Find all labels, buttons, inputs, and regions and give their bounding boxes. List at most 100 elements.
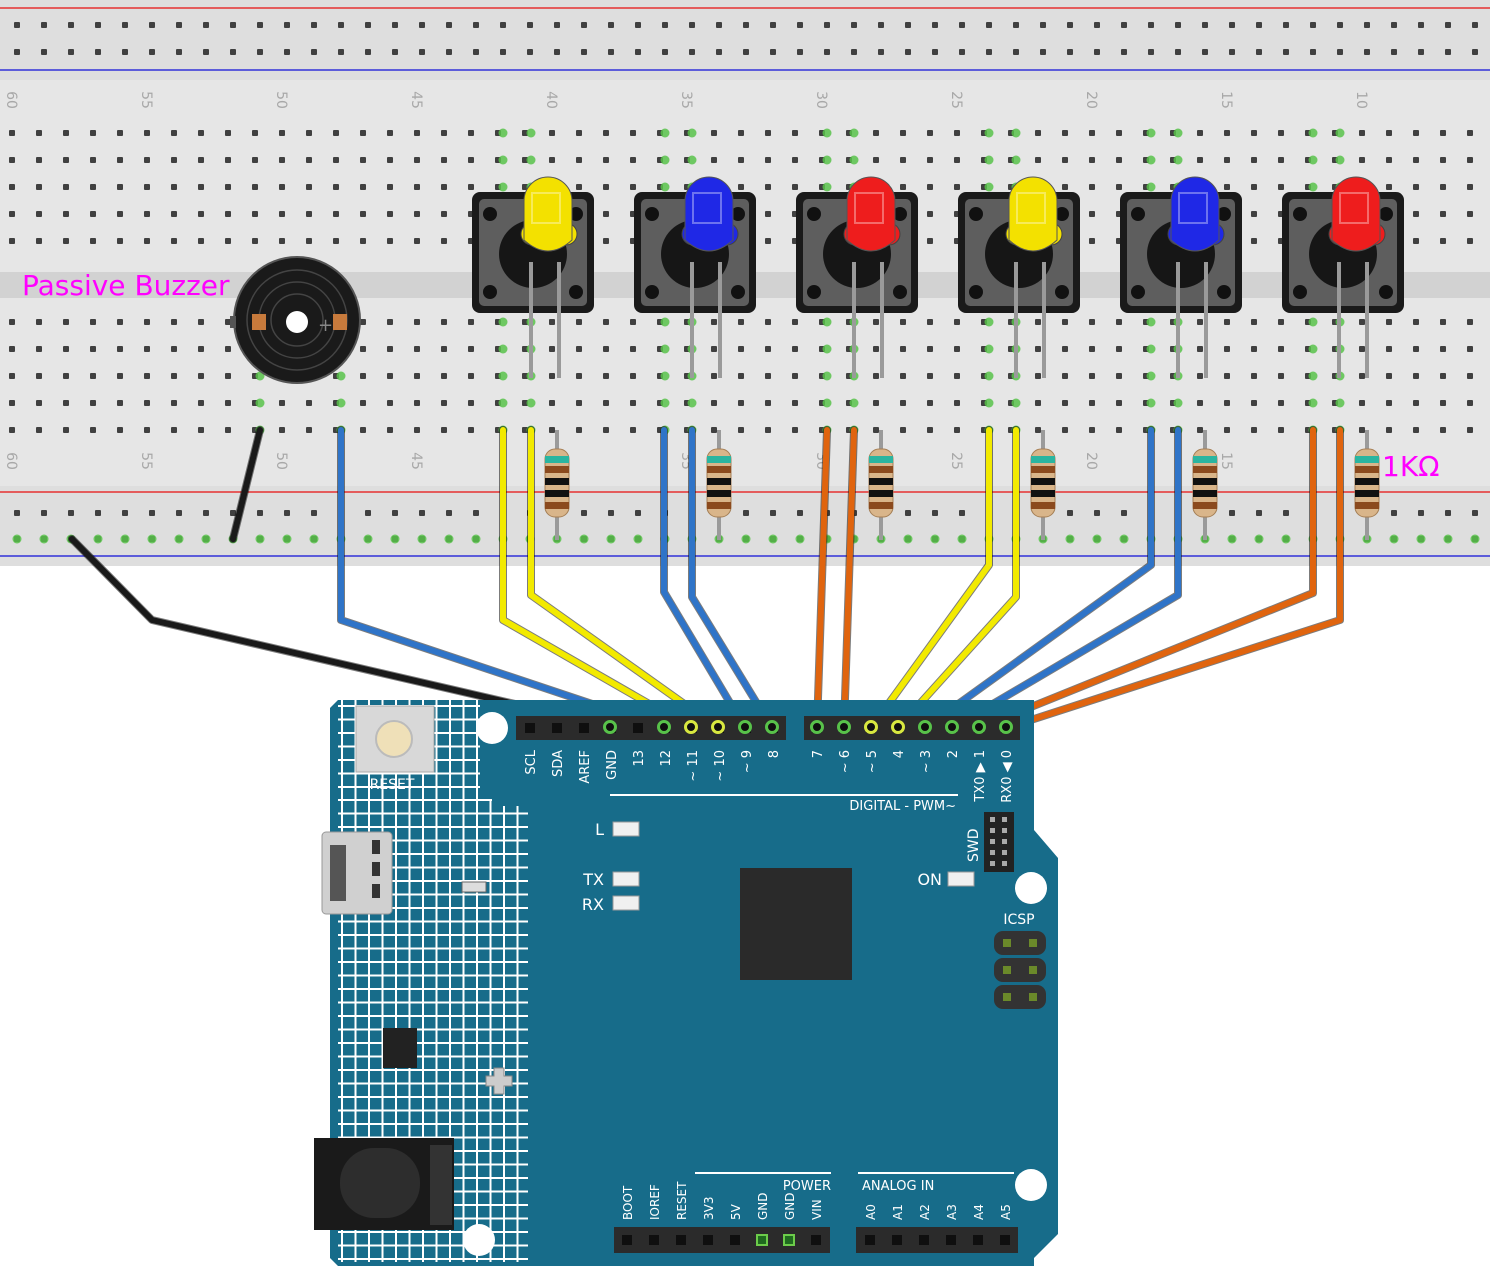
breadboard-hole — [468, 427, 474, 433]
breadboard-hole — [576, 373, 582, 379]
connected-hole — [660, 128, 670, 138]
led-yellow — [1008, 176, 1058, 252]
rail-hole — [797, 22, 803, 28]
breadboard-hole — [549, 427, 555, 433]
resistor-band — [545, 478, 569, 485]
breadboard-hole — [1278, 319, 1284, 325]
connected-hole — [984, 128, 994, 138]
wire-end — [711, 720, 725, 734]
button-corner-pin — [1217, 207, 1231, 221]
rail-hole — [635, 49, 641, 55]
header-pin — [892, 1235, 902, 1245]
breadboard-hole — [738, 427, 744, 433]
connected-hole — [1308, 344, 1318, 354]
breadboard-hole — [1116, 400, 1122, 406]
breadboard-hole — [171, 346, 177, 352]
breadboard-hole — [1440, 211, 1446, 217]
connected-hole — [498, 155, 508, 165]
breadboard-hole — [1035, 346, 1041, 352]
column-number: 45 — [408, 452, 424, 470]
column-number: 30 — [813, 91, 829, 109]
connected-hole — [1146, 182, 1156, 192]
breadboard-hole — [225, 373, 231, 379]
breadboard-hole — [900, 373, 906, 379]
rail-hole — [149, 49, 155, 55]
connected-hole — [1335, 128, 1345, 138]
rail-hole — [14, 510, 20, 516]
breadboard-hole — [522, 346, 528, 352]
breadboard-hole — [1359, 400, 1365, 406]
breadboard-hole — [792, 346, 798, 352]
icsp-pin — [1003, 939, 1011, 947]
breadboard-hole — [1467, 346, 1473, 352]
rail-hole — [932, 49, 938, 55]
breadboard-hole — [711, 319, 717, 325]
resistor-band — [1031, 478, 1055, 485]
breadboard-hole — [1224, 400, 1230, 406]
button-corner-pin — [969, 285, 983, 299]
breadboard-hole — [711, 130, 717, 136]
header-pin — [525, 723, 535, 733]
header-pin — [919, 1235, 929, 1245]
breadboard-hole — [1278, 373, 1284, 379]
breadboard-hole — [36, 373, 42, 379]
mounting-hole — [1015, 872, 1047, 904]
connected-hole — [498, 344, 508, 354]
led-on-indicator — [947, 871, 975, 887]
rail-hole — [176, 49, 182, 55]
rail-hole — [95, 510, 101, 516]
connected-hole — [1173, 128, 1183, 138]
breadboard-hole — [1089, 184, 1095, 190]
breadboard-hole — [603, 157, 609, 163]
resistor-band — [1355, 478, 1379, 485]
bottom-power-rail — [0, 486, 1490, 566]
breadboard-hole — [1116, 427, 1122, 433]
buzzer-callout: Passive Buzzer — [22, 269, 230, 302]
rail-hole — [68, 22, 74, 28]
rail-hole — [1067, 510, 1073, 516]
column-number: 40 — [543, 91, 559, 109]
digital-pin-label: ~ 6 — [838, 750, 853, 773]
reset-label: RESET — [370, 777, 415, 793]
analog-pin-label: A2 — [918, 1204, 932, 1220]
breadboard-hole — [117, 157, 123, 163]
breadboard-hole — [792, 157, 798, 163]
resistor-band — [1193, 502, 1217, 509]
connected-hole — [822, 155, 832, 165]
breadboard-hole — [1440, 157, 1446, 163]
breadboard-hole — [630, 346, 636, 352]
breadboard-hole — [171, 427, 177, 433]
rail-hole — [581, 22, 587, 28]
breadboard-hole — [306, 238, 312, 244]
connected-hole — [687, 398, 697, 408]
icsp-header[interactable] — [994, 931, 1046, 1009]
breadboard-hole — [873, 427, 879, 433]
rail-hole — [1391, 22, 1397, 28]
rail-hole — [1148, 22, 1154, 28]
breadboard-hole — [9, 400, 15, 406]
swd-header[interactable] — [984, 812, 1014, 872]
rail-hole — [230, 510, 236, 516]
breadboard-hole — [441, 157, 447, 163]
breadboard-hole — [198, 184, 204, 190]
header-pin — [974, 723, 984, 733]
rail-hole — [203, 22, 209, 28]
reset-button[interactable] — [375, 720, 413, 758]
breadboard-hole — [1386, 373, 1392, 379]
digital-pin-label: TX0 ▶ 1 — [973, 750, 988, 803]
breadboard-hole — [1197, 319, 1203, 325]
breadboard-hole — [711, 427, 717, 433]
rail-hole — [1283, 49, 1289, 55]
header-strip — [614, 1227, 830, 1253]
rail-hole — [230, 22, 236, 28]
wire-blue — [689, 427, 775, 731]
breadboard-hole — [1251, 400, 1257, 406]
breadboard-hole — [1116, 319, 1122, 325]
breadboard-hole — [468, 400, 474, 406]
breadboard-hole — [171, 211, 177, 217]
breadboard-hole — [954, 400, 960, 406]
breadboard-hole — [360, 346, 366, 352]
rail-hole — [1013, 49, 1019, 55]
wire-end — [972, 720, 986, 734]
breadboard-hole — [954, 373, 960, 379]
